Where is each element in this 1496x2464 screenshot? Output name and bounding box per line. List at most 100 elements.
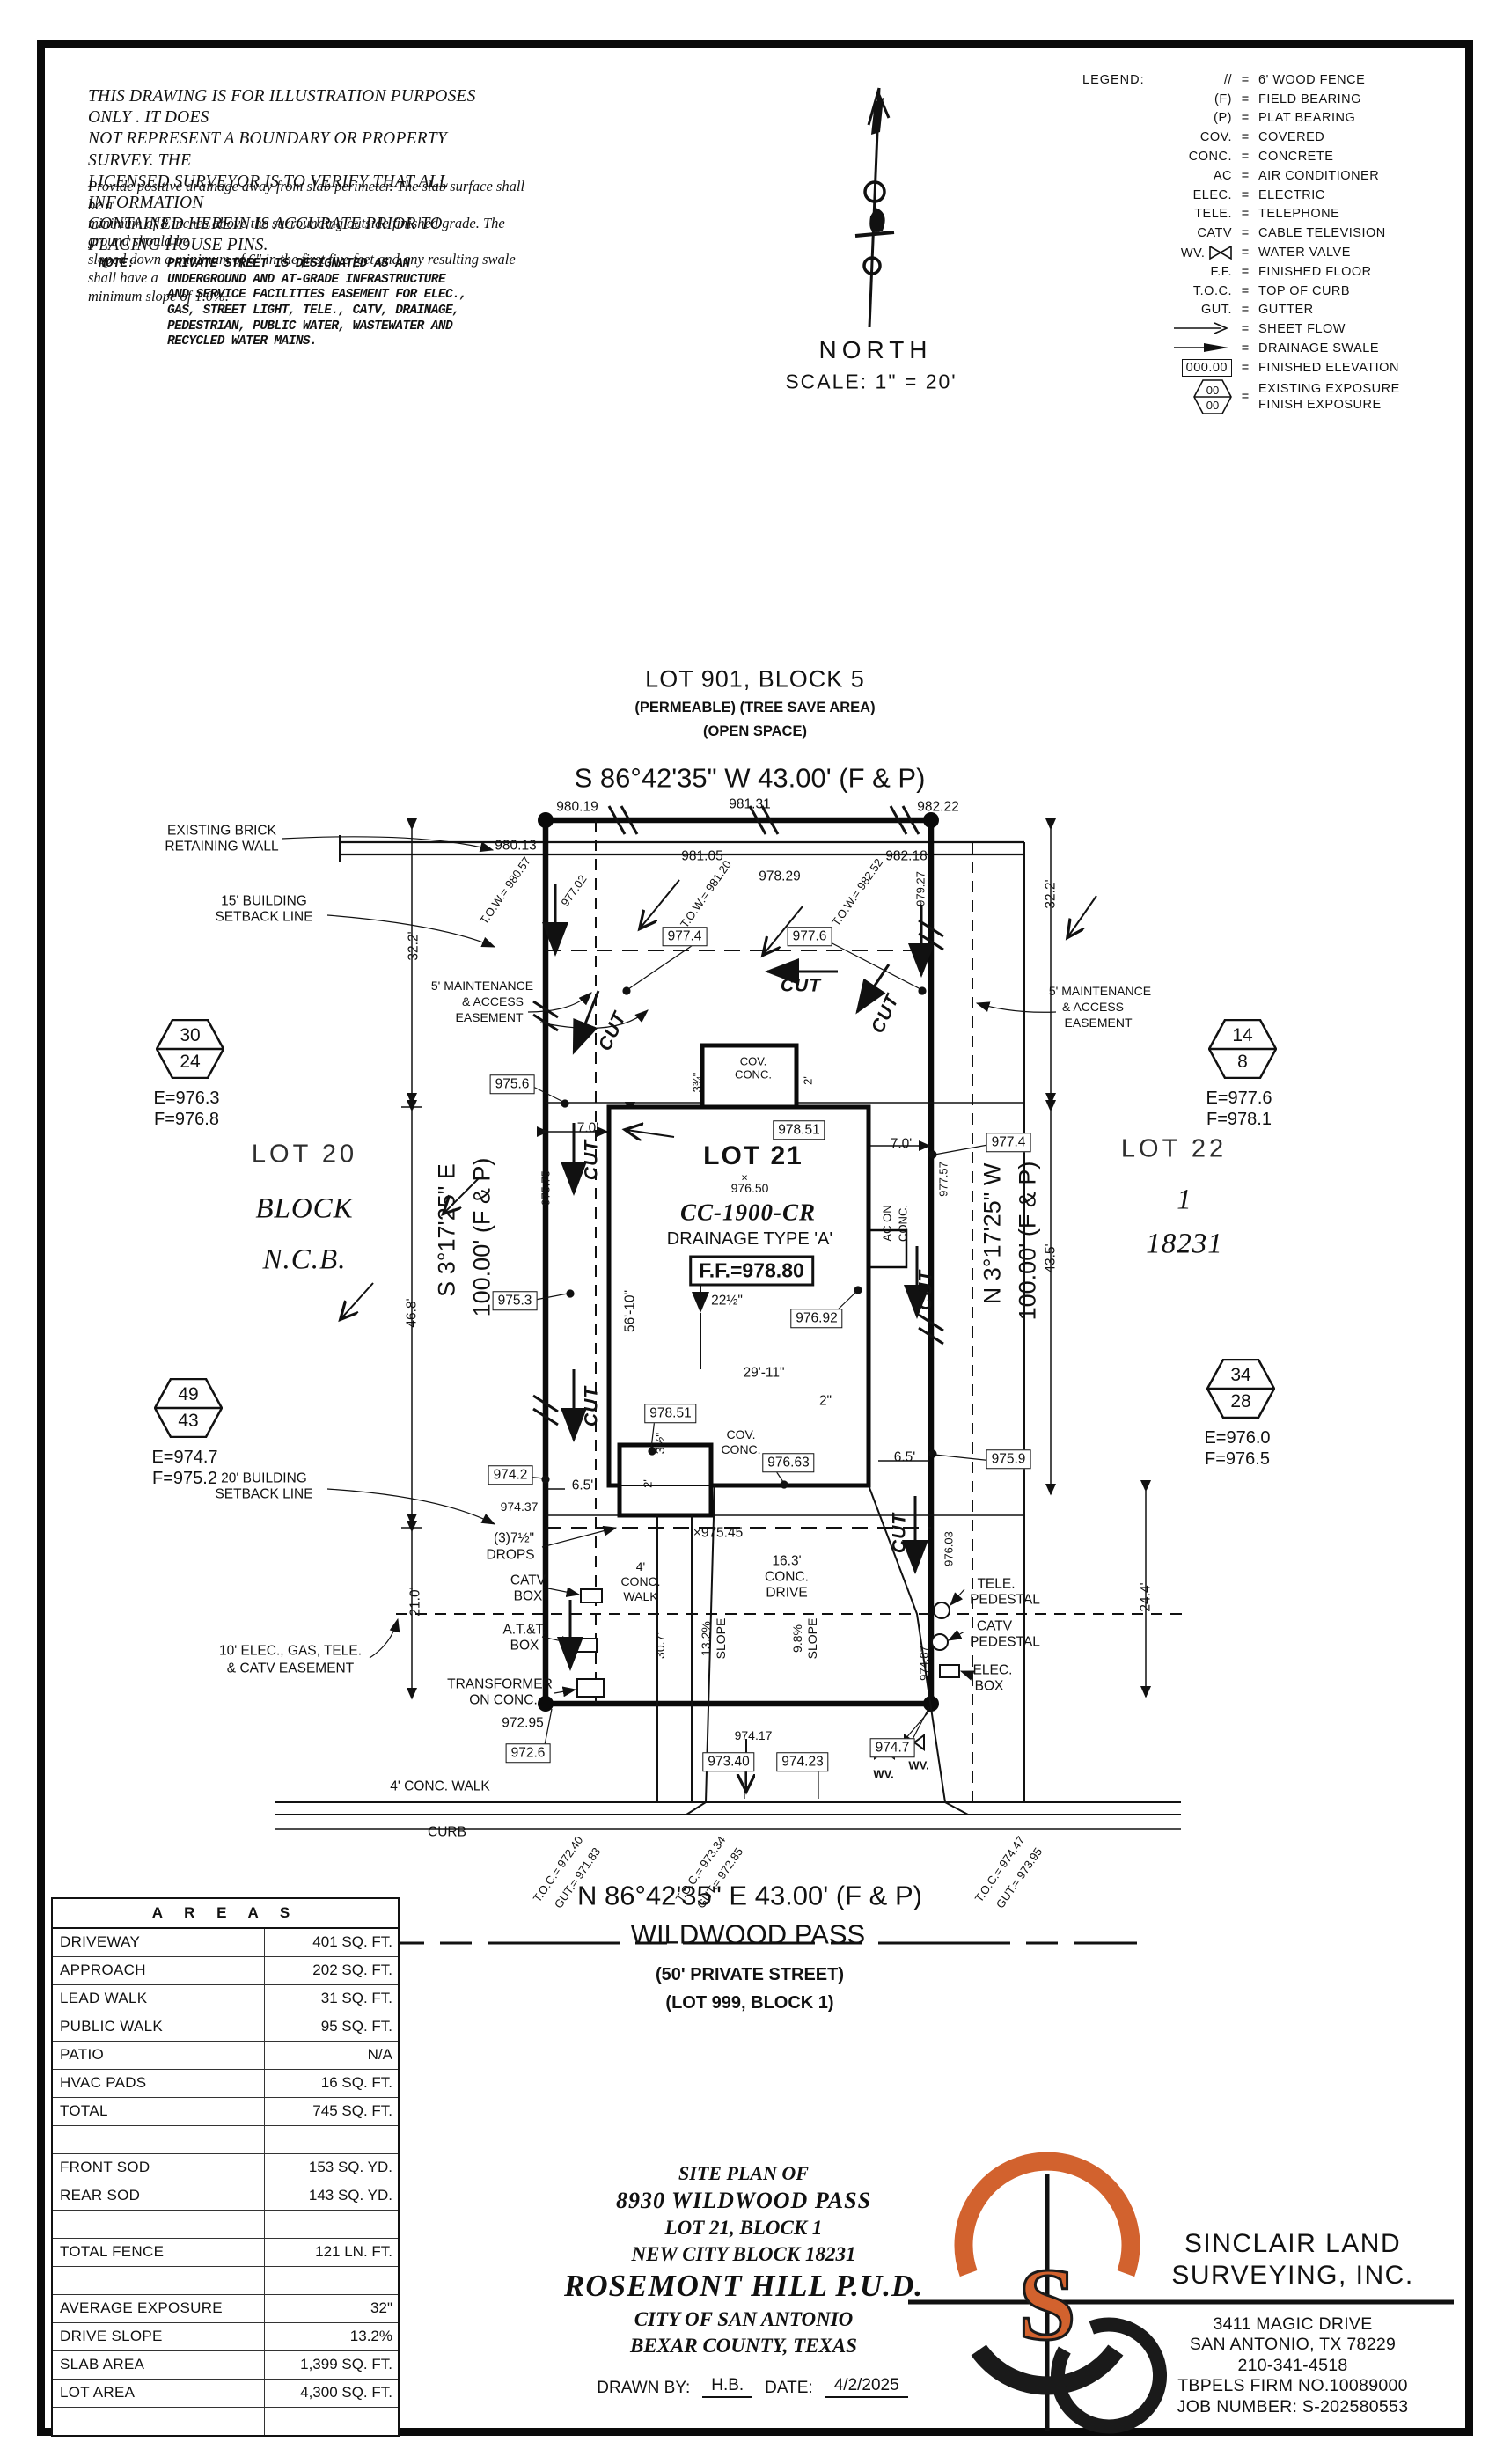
legend: LEGEND: //=6' WOOD FENCE (F)=FIELD BEARI… — [1082, 70, 1452, 416]
drawn-by-label: DRAWN BY: — [597, 2379, 691, 2397]
plat-label: 5' MAINTENANCE — [430, 979, 534, 993]
water-valve-label: WV. — [908, 1758, 929, 1772]
plat-label: 975.75 — [539, 1170, 553, 1206]
ac-pad — [867, 1228, 908, 1269]
subdivision-name: ROSEMONT HILL P.U.D. — [564, 2269, 923, 2304]
plat-label: N.C.B. — [262, 1243, 347, 1276]
plat-label: 32.2' — [1043, 879, 1059, 909]
plat-label: 7.0' — [890, 1136, 913, 1152]
plat-label: BLOCK — [255, 1192, 354, 1225]
adjacent-lot-901: LOT 901, BLOCK 5 — [645, 665, 865, 693]
plat-label: 29'-11" — [743, 1365, 785, 1381]
plat-label: 4' — [635, 1559, 646, 1573]
legend-label: AIR CONDITIONER — [1258, 168, 1380, 183]
plat-label: E=976.0 — [1204, 1428, 1271, 1448]
plat-label: (50' PRIVATE STREET) — [655, 1965, 845, 1984]
sheet-border — [37, 40, 1473, 2436]
att-box-icon — [575, 1638, 598, 1653]
north-arrow-icon — [854, 87, 895, 328]
plat-label: DROPS — [486, 1547, 535, 1563]
plat-label: 2' — [801, 1076, 815, 1085]
legend-symbol: (P) — [1214, 111, 1232, 126]
drawn-by-row: DRAWN BY: H.B. DATE: 4/2/2025 — [480, 2376, 1025, 2398]
title-line: CITY OF SAN ANTONIO — [634, 2308, 854, 2331]
plat-label: 975.9 — [986, 1449, 1031, 1469]
scale-label: SCALE: 1" = 20' — [785, 370, 957, 393]
title-line: SITE PLAN OF — [678, 2162, 809, 2184]
plat-label: CATV — [510, 1573, 546, 1588]
firm-address: 3411 MAGIC DRIVE SAN ANTONIO, TX 78229 2… — [1126, 2314, 1459, 2417]
plat-label: 16.3' — [772, 1553, 802, 1569]
finished-elevation-icon: 000.00 — [1148, 358, 1232, 377]
plat-label: 18231 — [1146, 1228, 1223, 1260]
note-line: AND SERVICE FACILITIES EASEMENT FOR ELEC… — [167, 288, 467, 303]
firm-city: SAN ANTONIO, TX 78229 — [1189, 2335, 1397, 2355]
plat-label: 974.2 — [488, 1465, 533, 1485]
plat-label: F=976.8 — [154, 1110, 219, 1129]
plat-label: (OPEN SPACE) — [703, 722, 807, 739]
plat-label: EXISTING BRICK — [166, 823, 277, 839]
plat-label: × — [741, 1170, 748, 1184]
plat-label: WALK — [623, 1589, 658, 1603]
note-line: PEDESTRIAN, PUBLIC WATER, WASTEWATER AND — [167, 319, 453, 334]
plat-label: COV. — [726, 1427, 756, 1441]
note-line: PRIVATE STREET IS DESIGNATED AS AN — [167, 257, 410, 271]
plat-label: (PERMEABLE) (TREE SAVE AREA) — [634, 699, 876, 715]
plat-label: 976.03 — [942, 1531, 956, 1566]
disclaimer-line: NOT REPRESENT A BOUNDARY OR PROPERTY SUR… — [88, 129, 447, 170]
adjacent-lot-20: LOT 20 — [251, 1140, 358, 1169]
drainage-swale-icon — [1148, 341, 1232, 356]
table-row — [53, 2211, 398, 2239]
site-address: 8930 WILDWOOD PASS — [615, 2188, 872, 2214]
plat-label: PEDESTAL — [970, 1592, 1040, 1608]
plat-label: 2' — [641, 1479, 655, 1488]
plat-label: & ACCESS — [461, 994, 524, 1008]
plat-label: 22½" — [711, 1293, 743, 1309]
plat-label: BOX — [510, 1638, 539, 1654]
plat-label: F=975.2 — [152, 1469, 217, 1488]
plat-label: CATV — [976, 1618, 1013, 1634]
plat-label: 977.4 — [986, 1133, 1031, 1152]
plat-label: 974.87 — [917, 1646, 931, 1681]
plat-label: 981.31 — [729, 796, 771, 812]
areas-table-title: A R E A S — [53, 1899, 398, 1929]
note-line: UNDERGROUND AND AT-GRADE INFRASTRUCTURE — [167, 272, 446, 287]
plat-label: CONC. — [721, 1442, 761, 1456]
plat-label: 973.40 — [702, 1752, 755, 1771]
plat-label: 2" — [818, 1393, 832, 1409]
tele-pedestal-icon — [933, 1602, 950, 1619]
plat-label: EASEMENT — [455, 1010, 524, 1024]
drainage-note-line: sloped down a minimum of 6" in the first… — [88, 251, 516, 286]
plat-label: 20' BUILDING — [221, 1470, 307, 1486]
cut-label: CUT — [780, 975, 822, 996]
plat-label: 975.3 — [492, 1291, 538, 1310]
legend-symbol: T.O.C. — [1192, 283, 1232, 298]
plat-label: 974.37 — [500, 1500, 539, 1514]
plat-label: CURB — [428, 1824, 466, 1840]
fence-hash-marks — [532, 805, 944, 1426]
legend-symbol: F.F. — [1210, 264, 1232, 279]
bearing-south: N 86°42'35" E 43.00' (F & P) — [577, 1880, 922, 1911]
legend-label: FINISHED FLOOR — [1258, 264, 1372, 279]
plat-label: BOX — [513, 1588, 543, 1604]
plat-label: CONC. — [620, 1574, 661, 1588]
legend-label: FIELD BEARING — [1258, 92, 1361, 106]
plat-label: 975.6 — [489, 1074, 535, 1094]
legend-label: ELECTRIC — [1258, 187, 1325, 202]
plat-label: 977.57 — [936, 1162, 950, 1197]
exposure-hexagon-icon: 00 00 — [1148, 378, 1232, 414]
plat-label: 5' MAINTENANCE — [1048, 984, 1152, 998]
plat-label: PEDESTAL — [970, 1634, 1040, 1650]
legend-label: EXISTING EXPOSURE FINISH EXPOSURE — [1258, 381, 1400, 412]
plat-label: 100.00' (F & P) — [468, 1157, 495, 1317]
adjacent-lot-22: LOT 22 — [1120, 1134, 1228, 1163]
